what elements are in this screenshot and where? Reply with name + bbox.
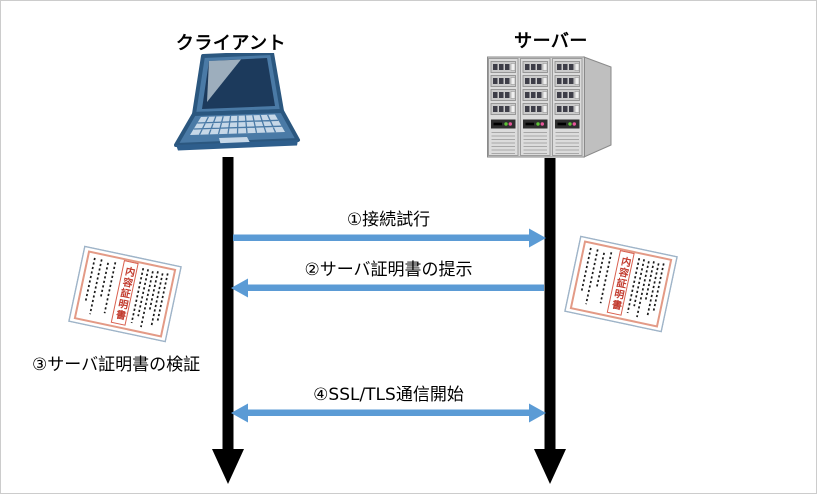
actor-label-client: クライアント: [175, 33, 287, 54]
message-label-ssl-start: ④SSL/TLS通信開始: [313, 385, 464, 405]
client-lifeline: [212, 157, 244, 484]
message-label-certificate: ②サーバ証明書の提示: [304, 260, 473, 280]
note-certificate-verification: ③サーバ証明書の検証: [32, 355, 201, 375]
message-arrow-ssl-start: [231, 403, 546, 423]
message-arrow-certificate: [231, 278, 544, 298]
server-lifeline: [534, 158, 566, 484]
certificate-icon-left: 内容証明書: [67, 245, 183, 343]
message-label-connect: ①接続試行: [346, 210, 431, 230]
laptop-icon: [174, 53, 300, 151]
certificate-icon-right: 内容証明書: [563, 235, 679, 333]
message-arrow-connect: [233, 228, 546, 248]
actor-label-server: サーバー: [514, 31, 588, 52]
server-rack-icon: [487, 56, 612, 158]
